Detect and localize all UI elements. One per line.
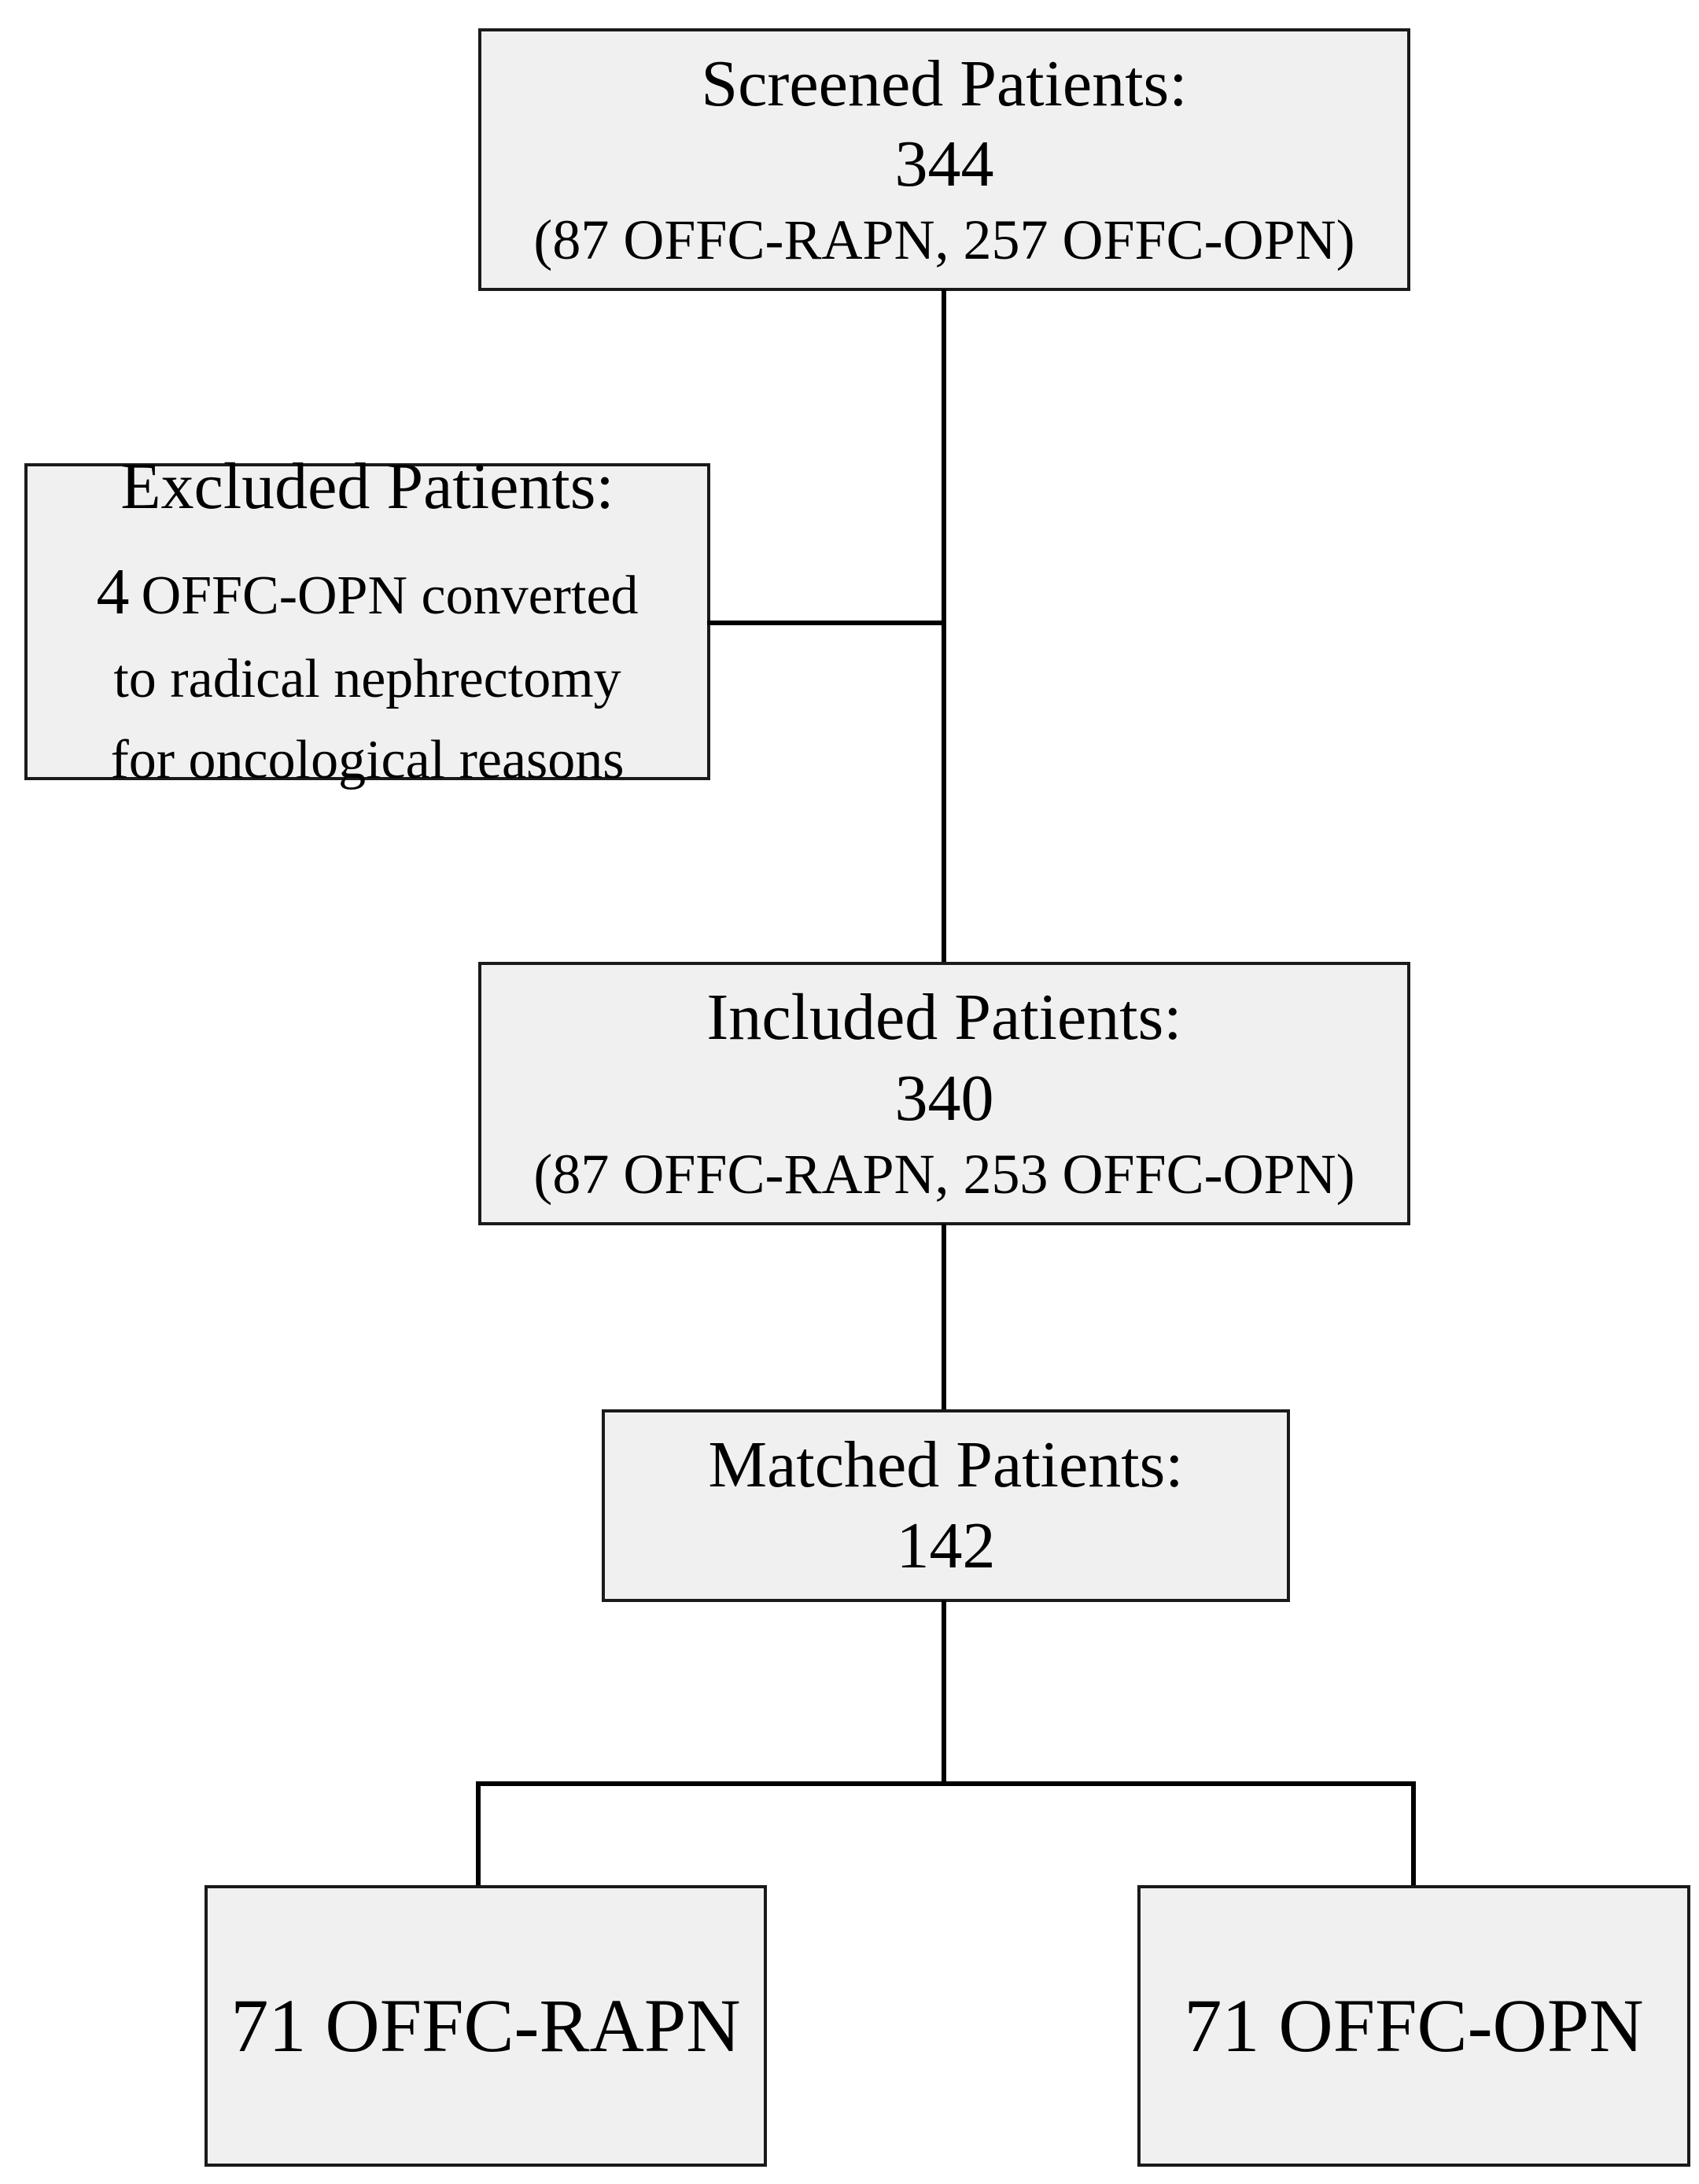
connector-excluded-branch [707,621,945,625]
matched-title: Matched Patients: [708,1427,1184,1501]
connector-matched-branch [942,1600,946,1786]
screened-title: Screened Patients: [701,46,1188,120]
arm-offc-rapn-box: 71 OFFC-RAPN [205,1885,767,2167]
excluded-title: Excluded Patients: [120,450,614,524]
branch-right-drop [1411,1781,1416,1888]
excluded-line-reasons: for oncological reasons [110,730,625,791]
screened-patients-box: Screened Patients: 344 (87 OFFC-RAPN, 25… [478,28,1410,291]
arm-offc-rapn-label: 71 OFFC-RAPN [230,1983,741,2068]
included-detail: (87 OFFC-RAPN, 253 OFFC-OPN) [533,1143,1355,1206]
branch-horizontal-line [476,1781,1416,1786]
arm-offc-opn-box: 71 OFFC-OPN [1137,1885,1690,2167]
included-patients-box: Included Patients: 340 (87 OFFC-RAPN, 25… [478,962,1410,1225]
excluded-line-nephrectomy: to radical nephrectomy [113,649,621,710]
screened-count: 344 [894,127,994,201]
connector-included-matched [942,1224,946,1412]
included-count: 340 [894,1061,994,1135]
connector-screened-included [942,289,946,965]
screened-detail: (87 OFFC-RAPN, 257 OFFC-OPN) [533,208,1355,272]
matched-patients-box: Matched Patients: 142 [602,1409,1290,1602]
included-title: Included Patients: [706,980,1182,1054]
branch-left-drop [476,1781,481,1888]
excluded-converted-text: OFFC-OPN converted [141,565,639,626]
excluded-count: 4 [96,554,130,628]
matched-count: 142 [896,1508,996,1582]
arm-offc-opn-label: 71 OFFC-OPN [1184,1983,1644,2068]
